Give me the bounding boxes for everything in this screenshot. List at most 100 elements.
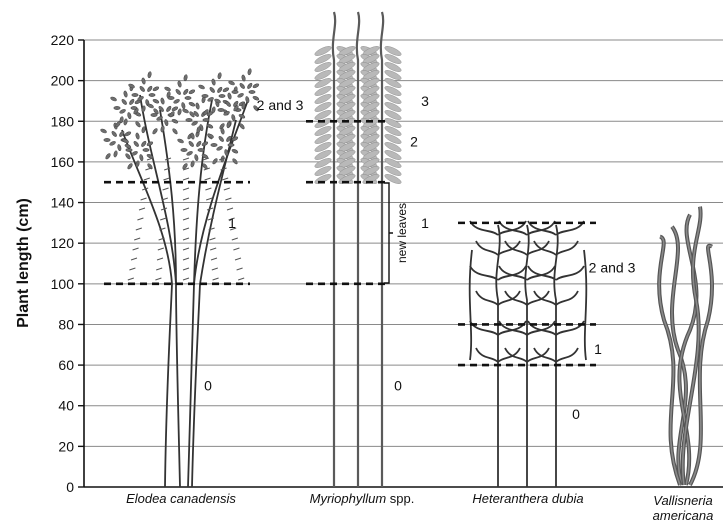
elodea-small-leaf — [183, 278, 189, 280]
y-tick-label: 60 — [58, 357, 74, 373]
y-tick-label: 160 — [51, 154, 75, 170]
elodea-leaf — [182, 108, 189, 114]
elodea-leaf — [228, 143, 234, 146]
elodea-leaf — [143, 148, 149, 151]
y-tick-label: 220 — [51, 32, 75, 48]
elodea-leaf — [171, 106, 178, 112]
elodea-small-leaf — [238, 278, 244, 280]
elodea-leaf — [166, 105, 172, 112]
elodea-small-leaf — [133, 248, 139, 250]
species-name-vallisneria-line2: americana — [653, 508, 714, 523]
elodea-small-leaf — [163, 178, 169, 180]
elodea-leaf — [186, 151, 193, 157]
elodea-leaf — [164, 119, 169, 126]
y-axis-label: Plant length (cm) — [15, 198, 32, 328]
elodea-leaf — [195, 103, 200, 110]
elodea-leaf — [124, 143, 131, 149]
species-name-vallisneria-line1: Vallisneria — [653, 493, 713, 508]
elodea-leaf — [227, 93, 232, 100]
elodea-leaf — [181, 102, 186, 109]
elodea-small-leaf — [183, 178, 189, 180]
elodea-leaf — [147, 103, 154, 109]
elodea-leaf — [238, 113, 245, 119]
zone-label: 1 — [594, 341, 602, 357]
y-tick-label: 100 — [51, 276, 75, 292]
new-leaves-label: new leaves — [395, 203, 409, 263]
elodea-leaf — [126, 148, 132, 151]
elodea-leaf — [245, 96, 250, 103]
elodea-leaf — [239, 123, 246, 130]
myriophyllum-illustration: new leaves — [314, 12, 409, 487]
elodea-leaf — [211, 79, 216, 86]
elodea-small-leaf — [183, 248, 189, 250]
heteranthera-branch — [556, 348, 578, 362]
elodea-leaf — [141, 140, 147, 147]
elodea-leaf — [137, 96, 144, 102]
heteranthera-illustration — [470, 221, 587, 487]
elodea-leaf — [146, 141, 153, 147]
elodea-leaf — [173, 99, 180, 105]
elodea-leaf — [149, 93, 155, 96]
elodea-leaf — [123, 91, 128, 98]
elodea-leaf — [121, 98, 128, 105]
elodea-small-leaf — [235, 258, 241, 260]
zone-label: 1 — [228, 215, 236, 231]
elodea-leaf — [211, 106, 215, 113]
elodea-leaf — [152, 98, 159, 104]
elodea-leaf — [198, 84, 205, 90]
elodea-leaf — [247, 82, 253, 89]
elodea-leaf — [135, 121, 142, 128]
elodea-small-leaf — [183, 228, 189, 230]
elodea-stem — [160, 110, 180, 487]
heteranthera-branch — [470, 250, 472, 360]
elodea-leaf — [216, 146, 223, 152]
elodea-leaf — [168, 96, 174, 99]
elodea-small-leaf — [206, 198, 212, 200]
elodea-leaf — [114, 106, 120, 109]
elodea-leaf — [172, 128, 179, 135]
heteranthera-branch — [498, 291, 520, 305]
elodea-small-leaf — [211, 258, 217, 260]
elodea-small-leaf — [183, 268, 189, 270]
heteranthera-branch — [476, 348, 498, 362]
elodea-leaf — [188, 101, 195, 107]
elodea-leaf — [188, 89, 195, 95]
elodea-leaf — [207, 133, 214, 139]
elodea-leaf — [220, 128, 225, 135]
elodea-small-leaf — [183, 208, 189, 210]
zone-label: 0 — [572, 406, 580, 422]
heteranthera-branch — [505, 348, 527, 362]
y-tick-label: 80 — [58, 316, 74, 332]
elodea-leaf — [207, 97, 214, 103]
species-name-elodea: Elodea canadensis — [126, 491, 236, 506]
elodea-leaf — [152, 86, 159, 92]
heteranthera-branch — [556, 321, 584, 335]
species-name-myriophyllum: Myriophyllum spp. — [310, 491, 415, 506]
elodea-leaf — [249, 90, 255, 93]
elodea-leaf — [239, 82, 246, 89]
elodea-small-leaf — [129, 268, 135, 270]
myriophyllum-stem — [333, 12, 335, 487]
elodea-leaf — [171, 118, 178, 124]
elodea-leaf — [214, 98, 221, 104]
elodea-small-leaf — [222, 178, 228, 180]
elodea-small-leaf — [210, 248, 216, 250]
elodea-leaf — [141, 126, 145, 133]
heteranthera-branch — [527, 291, 549, 305]
elodea-leaf — [111, 130, 118, 137]
heteranthera-branch — [534, 291, 556, 305]
elodea-small-leaf — [134, 238, 140, 240]
elodea-leaf — [135, 133, 140, 140]
elodea-small-leaf — [163, 188, 169, 190]
myriophyllum-stem — [357, 12, 359, 487]
y-tick-label: 200 — [51, 73, 75, 89]
elodea-leaf — [186, 118, 192, 121]
elodea-small-leaf — [237, 268, 243, 270]
elodea-small-leaf — [137, 218, 143, 220]
heteranthera-branch — [476, 291, 498, 305]
elodea-leaf — [113, 150, 117, 157]
heteranthera-branch — [556, 291, 578, 305]
elodea-leaf — [133, 140, 140, 147]
elodea-leaf — [194, 154, 199, 161]
elodea-leaf — [188, 140, 195, 147]
